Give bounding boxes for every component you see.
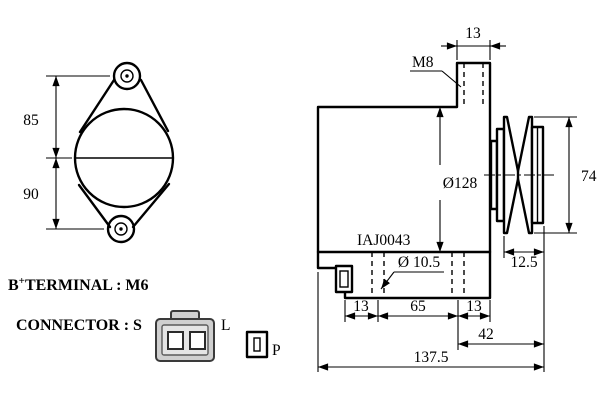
dim-text-foot-left: 13 [353, 298, 369, 315]
connector-p-drawing [245, 330, 269, 359]
dim-text-hole-pitch: 65 [410, 298, 426, 315]
thread-leader [441, 70, 462, 88]
connector-l-pin1 [167, 331, 184, 350]
top-ear-outer [112, 61, 142, 91]
dim-text-42: 42 [478, 326, 494, 343]
terminal-note-rest: TERMINAL : M6 [25, 277, 149, 294]
connector-l-pin2 [189, 331, 206, 350]
body-circle [73, 107, 175, 209]
bottom-ear-outer [106, 214, 136, 244]
part-number-label: IAJ0043 [357, 232, 411, 249]
connector-l-label: L [221, 317, 230, 334]
hole-dia-leader [380, 271, 395, 290]
dim-text-overall: 137.5 [414, 349, 449, 366]
flange-line-bottom-right [131, 182, 171, 229]
side-view: IAJ0043 13 M8 Ø128 Ø 10.5 13 65 13 [316, 25, 597, 372]
dim-text-foot-right: 13 [466, 298, 482, 315]
terminal-stub [334, 264, 354, 294]
terminal-stub-inner [339, 270, 349, 288]
dim-text-85: 85 [23, 112, 39, 129]
dim-text-12-5: 12.5 [510, 254, 537, 271]
terminal-note-sup: + [19, 275, 25, 287]
terminal-note-b: B [8, 277, 19, 294]
dim-text-74: 74 [581, 168, 597, 185]
terminal-note: B+TERMINAL : M6 [8, 275, 149, 294]
dim-text-body-dia: Ø128 [443, 175, 478, 192]
bottom-ear-hole [114, 222, 128, 236]
front-view: 85 90 [23, 61, 175, 244]
top-ear-center [125, 74, 129, 78]
thread-label: M8 [412, 54, 434, 71]
dim-text-boss-13: 13 [465, 25, 481, 42]
notes-block: B+TERMINAL : M6 CONNECTOR : S L P [8, 275, 281, 362]
connector-p-body [245, 330, 269, 359]
bottom-ear-center [119, 227, 123, 231]
flange-line-top-left [78, 78, 116, 134]
connector-p-label: P [272, 342, 281, 359]
connector-note: CONNECTOR : S [16, 317, 142, 334]
flange-line-top-right [139, 78, 170, 133]
flange-line-bottom-left [77, 183, 112, 229]
top-ear-hole [120, 69, 134, 83]
connector-l-drawing [155, 310, 215, 362]
dim-text-90: 90 [23, 186, 39, 203]
dim-text-hole-dia: Ø 10.5 [398, 254, 440, 271]
connector-p-slot [253, 337, 261, 352]
body-outline [316, 61, 492, 300]
